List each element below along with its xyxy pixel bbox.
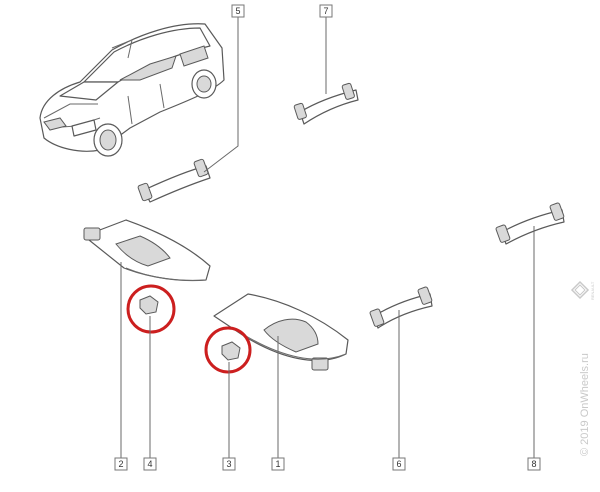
callout-8-label: 8 bbox=[531, 459, 536, 469]
callout-3: 3 bbox=[222, 457, 236, 471]
highlight-circle-4 bbox=[126, 284, 176, 334]
car-illustration bbox=[39, 23, 225, 157]
renault-logo-text: RENAULT bbox=[590, 281, 595, 300]
callout-5-label: 5 bbox=[235, 6, 240, 16]
callout-4: 4 bbox=[143, 457, 157, 471]
callout-6-label: 6 bbox=[396, 459, 401, 469]
callout-1-label: 1 bbox=[275, 459, 280, 469]
visor-clip-3 bbox=[204, 326, 252, 374]
callout-5: 5 bbox=[231, 4, 245, 18]
callout-4-label: 4 bbox=[147, 459, 152, 469]
grab-handle-5 bbox=[137, 158, 211, 203]
callout-8: 8 bbox=[527, 457, 541, 471]
leader-lines bbox=[120, 17, 535, 458]
grab-handle-6 bbox=[369, 286, 433, 329]
sun-visor-right-1 bbox=[213, 293, 349, 371]
callout-1: 1 bbox=[271, 457, 285, 471]
callout-2-label: 2 bbox=[118, 459, 123, 469]
visor-clip-4 bbox=[126, 284, 176, 334]
callout-2: 2 bbox=[114, 457, 128, 471]
sun-visor-left-2 bbox=[83, 219, 211, 282]
grab-handle-8 bbox=[495, 202, 565, 245]
callout-7: 7 bbox=[319, 4, 333, 18]
highlight-circle-3 bbox=[204, 326, 252, 374]
callout-3-label: 3 bbox=[226, 459, 231, 469]
renault-logo-icon bbox=[570, 280, 590, 300]
watermark: RENAULT © 2019 OnWheels.ru bbox=[570, 280, 595, 456]
callout-7-label: 7 bbox=[323, 6, 328, 16]
grab-handle-7 bbox=[293, 82, 359, 125]
watermark-text: © 2019 OnWheels.ru bbox=[579, 353, 591, 456]
callout-6: 6 bbox=[392, 457, 406, 471]
